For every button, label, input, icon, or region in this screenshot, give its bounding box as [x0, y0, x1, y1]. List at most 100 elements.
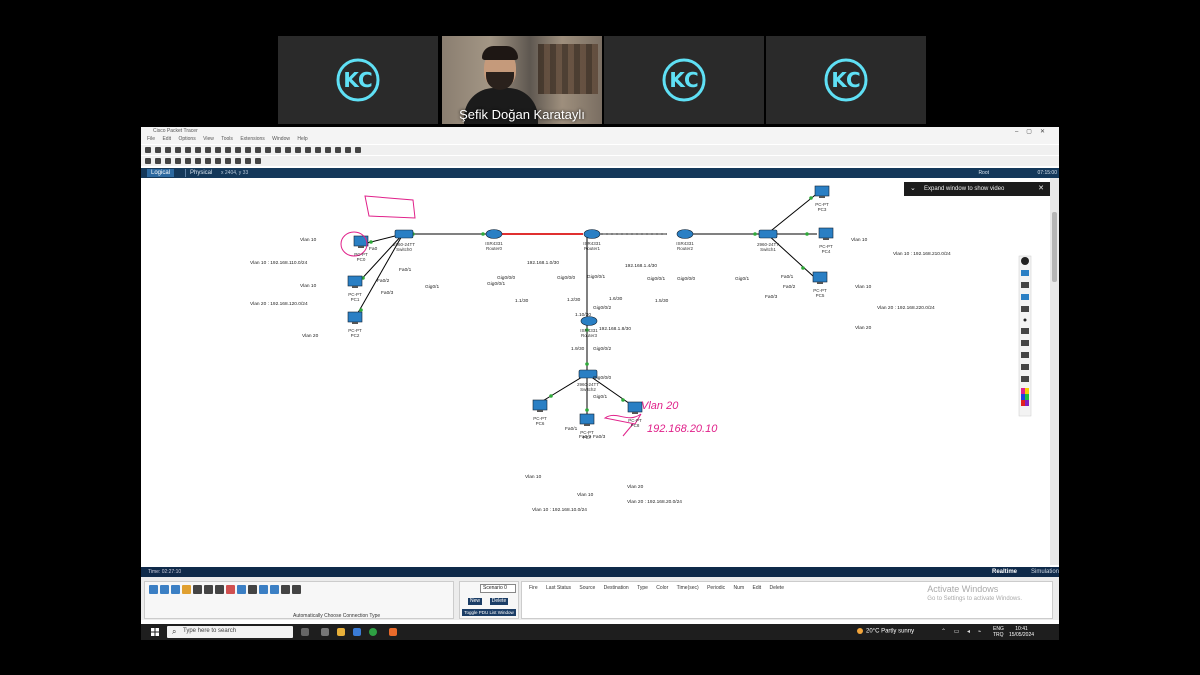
toolbar-icon[interactable] — [215, 147, 221, 153]
device-type-icon[interactable] — [237, 585, 246, 594]
toolbar-icon[interactable] — [175, 147, 181, 153]
col-color[interactable]: Color — [656, 585, 669, 591]
device-type-icon[interactable] — [204, 585, 213, 594]
col-edit[interactable]: Edit — [752, 585, 762, 591]
file-explorer-icon[interactable] — [337, 628, 345, 636]
menu-extensions[interactable]: Extensions — [240, 136, 265, 142]
delete-scenario-button[interactable]: Delete — [490, 598, 508, 605]
toolbar-icon[interactable] — [275, 147, 281, 153]
toolbar-icon[interactable] — [315, 147, 321, 153]
toolbar-icon[interactable] — [245, 147, 251, 153]
menu-tools[interactable]: Tools — [221, 136, 233, 142]
menu-view[interactable]: View — [203, 136, 214, 142]
close-icon[interactable]: ✕ — [1038, 185, 1044, 192]
video-tile-1[interactable]: KC — [278, 36, 438, 124]
toolbar-icon[interactable] — [175, 158, 181, 164]
toolbar-icon[interactable] — [165, 147, 171, 153]
toolbar-icon[interactable] — [145, 147, 151, 153]
device-type-panel[interactable]: Automatically Choose Connection Type — [144, 581, 454, 619]
device-type-icon[interactable] — [281, 585, 290, 594]
toolbar-icon[interactable] — [245, 158, 251, 164]
toolbar-icon[interactable] — [335, 147, 341, 153]
toolbar-icon[interactable] — [235, 158, 241, 164]
toolbar-icon[interactable] — [155, 147, 161, 153]
chevron-down-icon[interactable]: ⌄ — [910, 185, 916, 192]
device-type-icon[interactable] — [292, 585, 301, 594]
video-tile-speaker[interactable]: Şefik Doğan Karataylı — [442, 36, 602, 124]
menu-edit[interactable]: Edit — [162, 136, 172, 142]
device-type-icon[interactable] — [182, 585, 191, 594]
toolbar-icon[interactable] — [215, 158, 221, 164]
toolbar-icon[interactable] — [205, 158, 211, 164]
toolbar-icon[interactable] — [355, 147, 361, 153]
device-type-icon[interactable] — [193, 585, 202, 594]
scrollbar-thumb[interactable] — [1052, 212, 1057, 282]
toolbar-icon[interactable] — [195, 158, 201, 164]
device-type-icon[interactable] — [248, 585, 257, 594]
toolbar-icon[interactable] — [345, 147, 351, 153]
menu-file[interactable]: File — [147, 136, 156, 142]
col-fire[interactable]: Fire — [529, 585, 538, 591]
toolbar-icon[interactable] — [255, 158, 261, 164]
device-type-icon[interactable] — [160, 585, 169, 594]
device-type-icon[interactable] — [270, 585, 279, 594]
device-type-icon[interactable] — [226, 585, 235, 594]
device-type-icon[interactable] — [215, 585, 224, 594]
menu-options[interactable]: Options — [178, 136, 196, 142]
toolbar-icon[interactable] — [265, 147, 271, 153]
canvas-scrollbar[interactable] — [1050, 178, 1059, 565]
weather-widget[interactable]: 20°C Partly sunny — [857, 628, 914, 635]
col-time[interactable]: Time(sec) — [676, 585, 699, 591]
packet-tracer-task-icon[interactable] — [389, 628, 397, 636]
tab-physical[interactable]: Physical — [185, 169, 216, 177]
topology-svg[interactable]: Vlan 20 192.168.20.10 Vlan 10 Vlan 10 : … — [147, 178, 1050, 565]
scenario-select[interactable]: Scenario 0 — [480, 584, 516, 593]
toolbar-icon[interactable] — [145, 158, 151, 164]
menu-help[interactable]: Help — [297, 136, 308, 142]
col-delete[interactable]: Delete — [769, 585, 784, 591]
toolbar-icon[interactable] — [165, 158, 171, 164]
toolbar-icon[interactable] — [205, 147, 211, 153]
col-destination[interactable]: Destination — [603, 585, 629, 591]
tab-logical[interactable]: Logical — [147, 169, 175, 177]
right-tool-palette[interactable] — [1018, 255, 1032, 417]
toggle-pdu-list-button[interactable]: Toggle PDU List Window — [462, 609, 516, 616]
window-buttons[interactable]: –▢✕ — [1014, 129, 1053, 135]
taskbar-search-input[interactable]: ⌕ Type here to search — [167, 626, 293, 638]
system-tray[interactable]: ⌃ ▭ ◂ ⌁ — [941, 629, 985, 635]
pc-icons[interactable] — [347, 185, 834, 426]
switch-icons[interactable] — [394, 229, 778, 379]
col-source[interactable]: Source — [579, 585, 596, 591]
col-last-status[interactable]: Last Status — [546, 585, 572, 591]
expand-video-banner[interactable]: ⌄ Expand window to show video ✕ — [904, 182, 1050, 196]
chrome-icon[interactable] — [369, 628, 377, 636]
device-type-icon[interactable] — [149, 585, 158, 594]
store-icon[interactable] — [353, 628, 361, 636]
toolbar-icon[interactable] — [225, 147, 231, 153]
toolbar-icon[interactable] — [185, 158, 191, 164]
new-scenario-button[interactable]: New — [468, 598, 482, 605]
toolbar-icon[interactable] — [285, 147, 291, 153]
col-periodic[interactable]: Periodic — [707, 585, 726, 591]
col-type[interactable]: Type — [637, 585, 648, 591]
windows-start-icon[interactable] — [151, 628, 159, 636]
col-num[interactable]: Num — [733, 585, 745, 591]
toolbar-icon[interactable] — [185, 147, 191, 153]
menu-window[interactable]: Window — [272, 136, 290, 142]
toolbar-icon[interactable] — [255, 147, 261, 153]
device-type-icon[interactable] — [171, 585, 180, 594]
video-tile-3[interactable]: KC — [604, 36, 764, 124]
task-view-icon[interactable] — [301, 628, 309, 636]
taskbar-app-icon[interactable] — [321, 628, 329, 636]
topology-canvas[interactable]: Vlan 20 192.168.20.10 Vlan 10 Vlan 10 : … — [147, 178, 1050, 565]
toolbar-icon[interactable] — [325, 147, 331, 153]
toolbar-icon[interactable] — [155, 158, 161, 164]
toolbar-icon[interactable] — [195, 147, 201, 153]
simulation-mode-button[interactable]: Simulation — [1030, 569, 1059, 575]
toolbar-icon[interactable] — [305, 147, 311, 153]
device-type-icon[interactable] — [259, 585, 268, 594]
toolbar-icon[interactable] — [295, 147, 301, 153]
router-icons[interactable] — [485, 229, 694, 326]
